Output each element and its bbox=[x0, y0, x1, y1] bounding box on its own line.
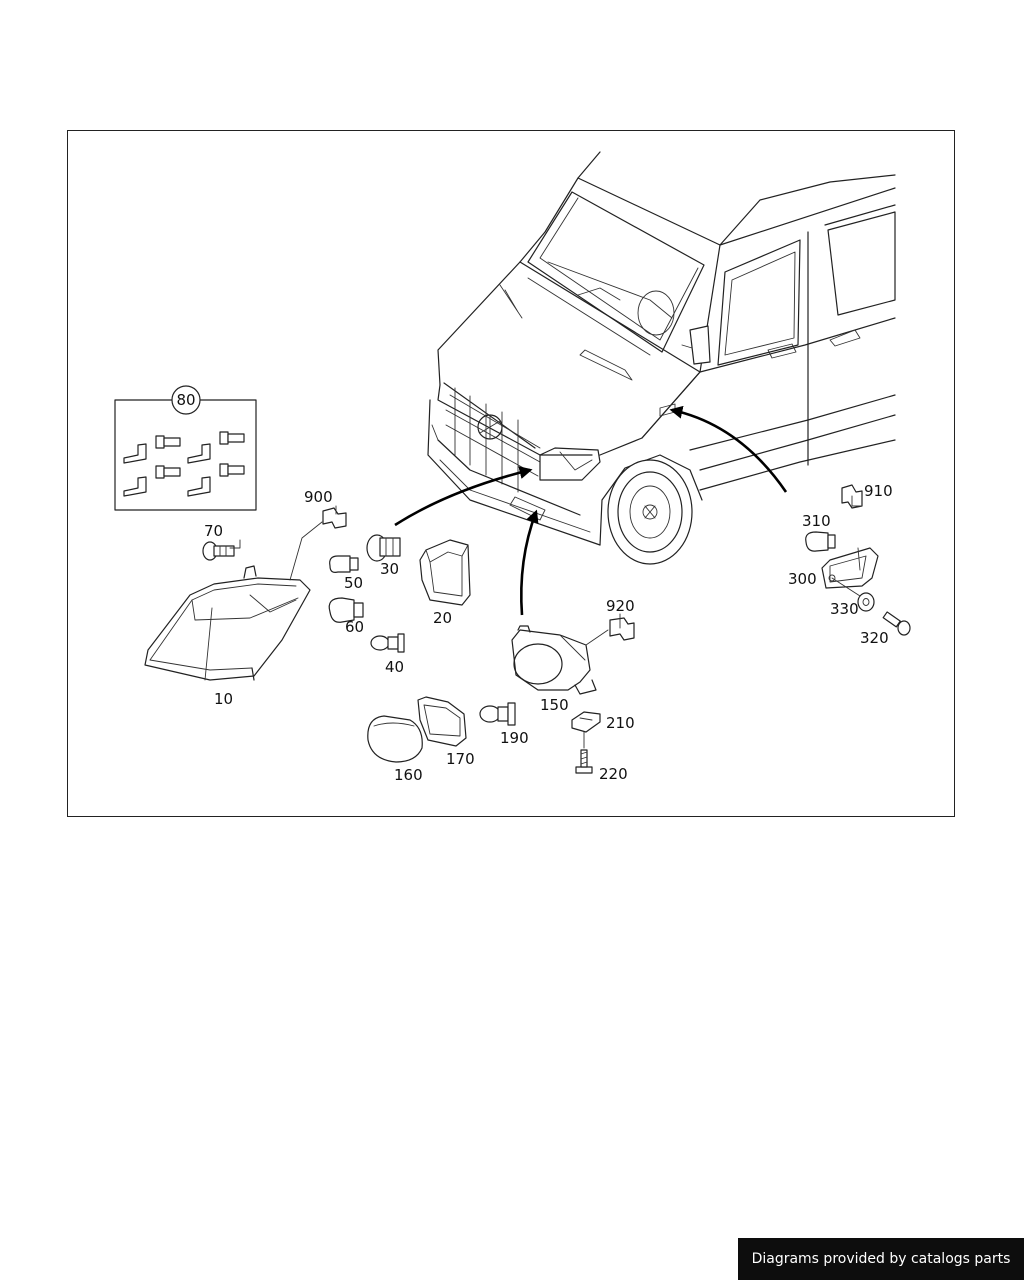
part-160-lens bbox=[367, 715, 423, 763]
part-60-bulb bbox=[328, 597, 364, 623]
callout-900: 900 bbox=[304, 488, 333, 506]
part-50-bulb bbox=[329, 555, 359, 573]
part-10-headlamp bbox=[144, 521, 323, 681]
callout-300: 300 bbox=[788, 570, 817, 588]
callout-30: 30 bbox=[380, 560, 399, 578]
part-900-connector bbox=[322, 507, 347, 529]
part-80-bracket-kit bbox=[114, 385, 257, 511]
part-310-bulb bbox=[805, 531, 836, 552]
callout-labels: 80 900 70 30 50 20 60 40 10 920 150 210 … bbox=[176, 391, 892, 784]
callout-910: 910 bbox=[864, 482, 893, 500]
callout-170: 170 bbox=[446, 750, 475, 768]
part-330-washer bbox=[857, 592, 875, 612]
callout-190: 190 bbox=[500, 729, 529, 747]
callout-920: 920 bbox=[606, 597, 635, 615]
callout-330: 330 bbox=[830, 600, 859, 618]
part-220-screw bbox=[575, 749, 593, 774]
part-300-side-marker-lamp bbox=[821, 547, 879, 589]
callout-50: 50 bbox=[344, 574, 363, 592]
callout-70: 70 bbox=[204, 522, 223, 540]
callout-160: 160 bbox=[394, 766, 423, 784]
part-20-cover bbox=[419, 539, 471, 606]
callout-310: 310 bbox=[802, 512, 831, 530]
diagram-frame bbox=[67, 130, 955, 817]
part-190-bulb bbox=[479, 702, 516, 726]
van-illustration bbox=[427, 151, 896, 565]
part-150-fog-lamp bbox=[511, 625, 609, 695]
part-320-screw bbox=[882, 611, 911, 636]
callout-220: 220 bbox=[599, 765, 628, 783]
callout-10: 10 bbox=[214, 690, 233, 708]
callout-320: 320 bbox=[860, 629, 889, 647]
credit-banner: Diagrams provided by catalogs parts bbox=[738, 1238, 1024, 1280]
callout-80: 80 bbox=[176, 391, 195, 409]
callout-40: 40 bbox=[385, 658, 404, 676]
location-arrows bbox=[394, 405, 788, 616]
part-170-trim bbox=[417, 696, 467, 747]
part-70-screw bbox=[202, 541, 235, 561]
callout-150: 150 bbox=[540, 696, 569, 714]
part-920-connector bbox=[609, 617, 635, 641]
callout-20: 20 bbox=[433, 609, 452, 627]
leader-lines bbox=[229, 495, 863, 749]
part-40-bulb bbox=[370, 633, 405, 653]
callout-210: 210 bbox=[606, 714, 635, 732]
part-210-clip bbox=[571, 711, 601, 733]
callout-60: 60 bbox=[345, 618, 364, 636]
part-30-bulb-socket bbox=[366, 534, 401, 562]
